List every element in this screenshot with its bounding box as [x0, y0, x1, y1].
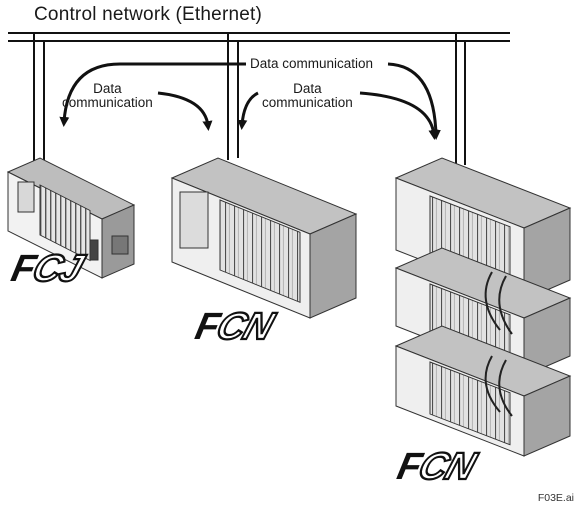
fcj-controller	[6, 157, 136, 279]
ethernet-bus	[8, 32, 510, 42]
data-communication-label-left: Data communication	[62, 82, 153, 110]
data-communication-label-top: Data communication	[250, 56, 374, 71]
fcn-logo-middle: FCN	[192, 305, 280, 349]
drop-cables	[33, 33, 466, 168]
label-line: communication	[62, 95, 153, 110]
fcn-logo-right: FCN	[394, 445, 482, 489]
label-line: Data	[293, 81, 322, 96]
fcn-rack-right	[394, 157, 572, 457]
fcj-logo: FCJ	[8, 247, 89, 291]
network-title: Control network (Ethernet)	[34, 4, 263, 25]
label-line: communication	[262, 95, 353, 110]
data-arrows	[59, 62, 441, 140]
figure-id: F03E.ai	[537, 492, 574, 504]
data-communication-label-mid: Data communication	[262, 82, 353, 110]
label-line: Data	[93, 81, 122, 96]
fcn-rack-middle	[170, 157, 358, 319]
